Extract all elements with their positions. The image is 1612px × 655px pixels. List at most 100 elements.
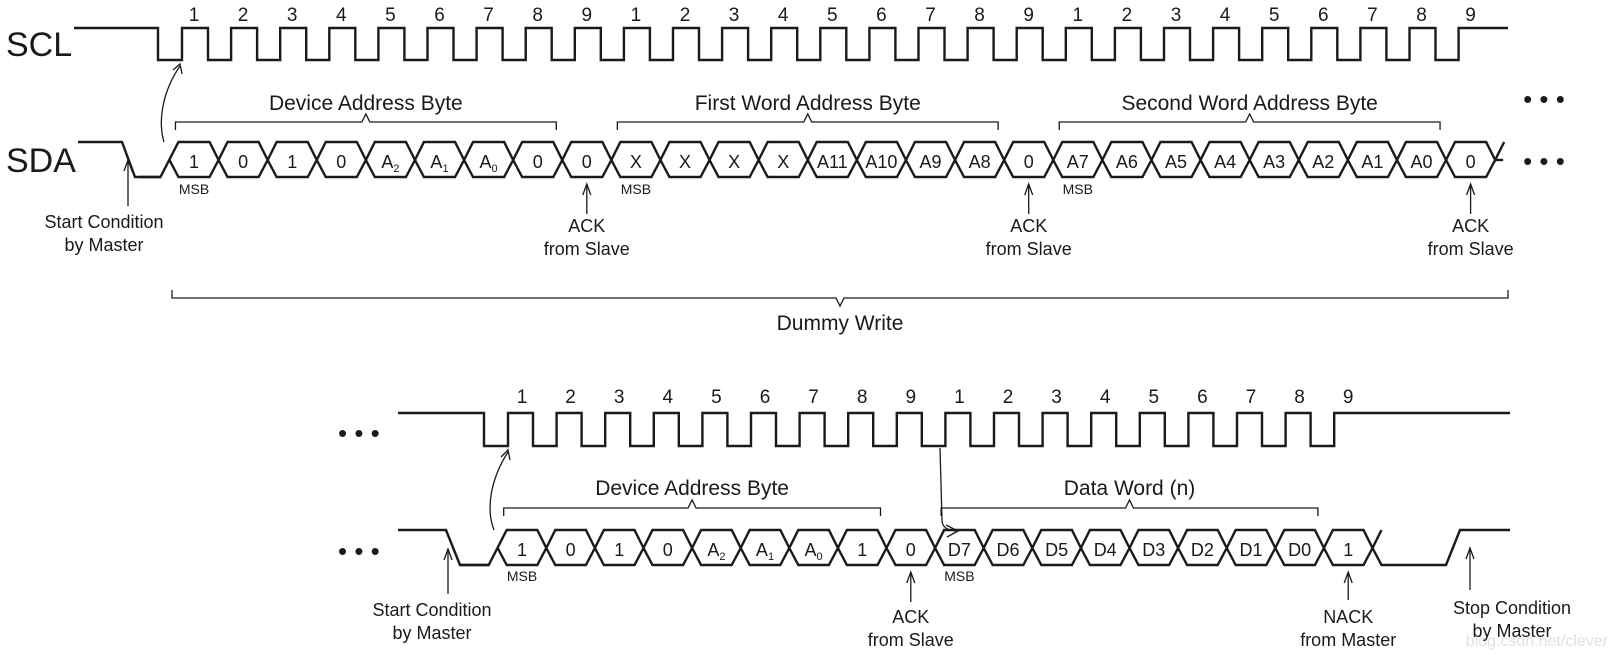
scl-ellipsis-row1: • • • — [1523, 84, 1565, 114]
start-condition-label: by Master — [64, 235, 143, 255]
sda-row2-bit: D6 — [996, 540, 1019, 560]
sda-row1-bit: A1 — [1361, 152, 1383, 172]
clock-number: 3 — [1051, 387, 1062, 408]
ack-label: from Slave — [868, 630, 954, 650]
clock-number: 9 — [582, 5, 593, 26]
group-brace — [503, 498, 882, 516]
dummy-write-brace — [171, 290, 1509, 308]
clock-number: 5 — [827, 5, 838, 26]
sda-row2-bit: D0 — [1288, 540, 1311, 560]
group-brace — [940, 498, 1319, 516]
scl-label: SCL — [6, 26, 72, 64]
sda-row1-bit: 0 — [1466, 152, 1476, 172]
clock-number: 9 — [1465, 5, 1476, 26]
clock-number: 5 — [711, 387, 722, 408]
ack-label: ACK — [892, 607, 929, 627]
group-brace — [1058, 112, 1441, 130]
sda-row1-bottom — [168, 159, 1497, 179]
scl-waveform-row1 — [74, 26, 1508, 62]
start-condition-label: by Master — [392, 623, 471, 643]
watermark: blog.csdn.net/clever — [1466, 633, 1609, 650]
clock-number: 4 — [1100, 387, 1111, 408]
sda-row2-bit: D5 — [1045, 540, 1068, 560]
stop-arrow-head — [1465, 546, 1475, 560]
sda-row1-bit: X — [728, 152, 740, 172]
nack-label: NACK — [1323, 607, 1373, 627]
sda-row1-bit: X — [777, 152, 789, 172]
msb-label: MSB — [507, 568, 537, 584]
clock-number: 2 — [565, 387, 576, 408]
start-condition-label: Start Condition — [44, 212, 163, 232]
clock-number: 1 — [189, 5, 200, 26]
sda-row1-bit: 0 — [336, 152, 346, 172]
clock-number: 3 — [614, 387, 625, 408]
ack-arrow-head — [906, 570, 916, 584]
sda-row2-bit: A2 — [707, 540, 725, 563]
clock-number: 2 — [1122, 5, 1133, 26]
sda-row1-bit: A11 — [817, 152, 848, 172]
clock-number: 7 — [925, 5, 936, 26]
clock-number: 7 — [808, 387, 819, 408]
sda-row2-bit: 0 — [566, 540, 576, 560]
ack-label: ACK — [568, 216, 605, 236]
sda-row1-bit: 0 — [582, 152, 592, 172]
clock-number: 7 — [483, 5, 494, 26]
clock-number: 8 — [532, 5, 543, 26]
clock-number: 8 — [857, 387, 868, 408]
sda-row2-bit: A0 — [805, 540, 823, 563]
sda-row2-bit: D7 — [948, 540, 971, 560]
clock-number: 4 — [778, 5, 789, 26]
clock-number: 8 — [974, 5, 985, 26]
sda-row2-bit: 0 — [906, 540, 916, 560]
sda-row1-bit: A1 — [430, 152, 448, 175]
group-label: Device Address Byte — [269, 92, 463, 115]
sda-row1-top — [78, 140, 1506, 179]
clock-number: 8 — [1416, 5, 1427, 26]
sda-label: SDA — [6, 142, 76, 180]
sda-row1-bit: 1 — [189, 152, 199, 172]
sda-row1-bit: A0 — [1410, 152, 1432, 172]
sda-scl-curve-row2-head — [500, 448, 511, 461]
sda-row1-bit: A4 — [1214, 152, 1236, 172]
sda-row1-bit: A6 — [1116, 152, 1138, 172]
clock-number: 6 — [1197, 387, 1208, 408]
clock-number: 6 — [876, 5, 887, 26]
clock-number: 1 — [1073, 5, 1084, 26]
diagram-lines — [74, 26, 1510, 602]
sda-row2-bit: 1 — [857, 540, 867, 560]
clock-number: 5 — [1149, 387, 1160, 408]
scl-to-data-arrow-head — [945, 524, 960, 538]
clock-number: 3 — [729, 5, 740, 26]
group-label: Second Word Address Byte — [1121, 92, 1377, 115]
sda-row1-bit: X — [679, 152, 691, 172]
start-arrow-row1-head — [123, 158, 133, 172]
msb-label: MSB — [1063, 181, 1093, 197]
sda-scl-curve-row1-head — [172, 62, 183, 75]
sda-row1-bit: A5 — [1165, 152, 1187, 172]
sda-row2-stop-tail — [1371, 528, 1510, 567]
sda-row2-bit: D3 — [1142, 540, 1165, 560]
sda-row1-bit: A10 — [865, 152, 897, 172]
sda-row1-bit: 0 — [238, 152, 248, 172]
scl-ellipsis-row2: • • • — [338, 418, 380, 448]
group-brace — [616, 112, 999, 130]
sda-row1-bit: A9 — [919, 152, 941, 172]
sda-row1-bit: A0 — [480, 152, 498, 175]
sda-row2-bit: D2 — [1191, 540, 1214, 560]
sda-row1-bit: A2 — [381, 152, 399, 175]
ack-label: from Slave — [1428, 239, 1514, 259]
sda-row2-bit: D4 — [1094, 540, 1117, 560]
group-label: Device Address Byte — [595, 477, 789, 500]
clock-number: 9 — [1343, 387, 1354, 408]
sda-row2-bit: D1 — [1239, 540, 1262, 560]
sda-row1-bit: A7 — [1067, 152, 1089, 172]
start-condition-label: Start Condition — [372, 600, 491, 620]
group-label: Data Word (n) — [1064, 477, 1196, 500]
sda-row2-top — [398, 528, 1383, 567]
sda-row1-bit: A2 — [1312, 152, 1334, 172]
sda-row1-bit: 0 — [533, 152, 543, 172]
sda-row1-bit: X — [630, 152, 642, 172]
clock-number: 1 — [517, 387, 528, 408]
